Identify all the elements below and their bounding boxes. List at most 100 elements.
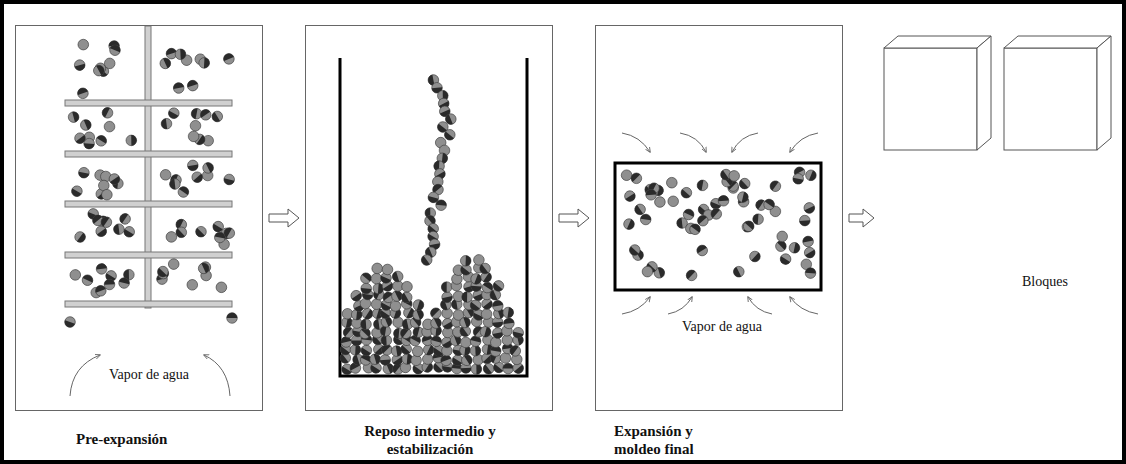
flow-arrow bbox=[269, 209, 299, 227]
bead-body bbox=[391, 270, 404, 283]
bead-shade bbox=[78, 172, 89, 179]
bead-shade bbox=[110, 176, 122, 186]
bead bbox=[802, 245, 817, 260]
bead bbox=[492, 300, 504, 312]
bead-shade bbox=[119, 277, 131, 285]
bead-body bbox=[478, 261, 493, 276]
bead-body bbox=[360, 283, 371, 294]
bead bbox=[155, 264, 170, 279]
bead bbox=[79, 118, 93, 132]
bead bbox=[175, 49, 186, 60]
bead-shade bbox=[441, 366, 452, 373]
bead bbox=[709, 206, 724, 221]
bead bbox=[762, 197, 777, 212]
bead-body bbox=[92, 63, 106, 77]
bead bbox=[411, 344, 425, 358]
bead-shade bbox=[679, 189, 690, 200]
steam-arrow bbox=[748, 297, 772, 314]
bead bbox=[100, 106, 114, 120]
bead bbox=[752, 214, 763, 225]
shelf bbox=[65, 252, 232, 258]
bead-shade bbox=[206, 161, 215, 173]
bead bbox=[67, 111, 80, 124]
bead-shade bbox=[754, 198, 764, 210]
bead bbox=[491, 278, 506, 293]
bead-body bbox=[728, 170, 740, 182]
bead-shade bbox=[393, 328, 399, 339]
bead bbox=[126, 135, 137, 146]
bead-body bbox=[799, 215, 810, 226]
steam-arrow bbox=[790, 297, 818, 314]
bead-body bbox=[80, 273, 94, 287]
bead-shade bbox=[161, 118, 168, 129]
bead bbox=[104, 279, 115, 290]
bead bbox=[400, 280, 413, 293]
bead-shade bbox=[174, 228, 185, 239]
bead-body bbox=[166, 257, 181, 272]
bead-body bbox=[113, 223, 125, 235]
bead-shade bbox=[373, 319, 380, 330]
bead-shade bbox=[76, 87, 88, 96]
bead-shade bbox=[411, 366, 423, 376]
bead-body bbox=[198, 107, 213, 122]
bead bbox=[696, 179, 708, 191]
bead-shade bbox=[193, 174, 204, 185]
bead-body bbox=[99, 215, 114, 230]
bead bbox=[78, 166, 90, 178]
bead-body bbox=[210, 109, 225, 124]
steam-arrow bbox=[204, 355, 230, 396]
bead bbox=[99, 187, 114, 202]
process-panel: Vapor de aguaExpansión y moldeo final bbox=[595, 25, 843, 411]
bead-shade bbox=[360, 319, 366, 330]
bead-body bbox=[629, 171, 644, 186]
silo bbox=[340, 58, 527, 376]
bead-shade bbox=[792, 178, 803, 185]
bead bbox=[190, 120, 201, 131]
bead-shade bbox=[805, 267, 816, 273]
bead-shade bbox=[169, 179, 175, 190]
bead-body bbox=[804, 168, 818, 182]
bead-body bbox=[103, 57, 116, 70]
bead-body bbox=[503, 363, 514, 374]
shelf bbox=[65, 201, 232, 207]
bead-shade bbox=[84, 118, 93, 130]
bead-body bbox=[381, 263, 395, 277]
bead-body bbox=[732, 265, 746, 279]
bead bbox=[103, 57, 116, 70]
bead bbox=[210, 109, 225, 124]
bead bbox=[718, 195, 729, 206]
bead-body bbox=[400, 280, 413, 293]
bead-shade bbox=[198, 107, 210, 117]
bead-shade bbox=[483, 273, 493, 285]
bead bbox=[176, 185, 191, 200]
mould bbox=[615, 133, 821, 314]
bead-shade bbox=[431, 182, 443, 193]
steam-arrow bbox=[70, 355, 100, 396]
bead-shade bbox=[399, 293, 409, 305]
bead-body bbox=[768, 179, 783, 194]
block-face bbox=[1004, 48, 1097, 150]
bead-shade bbox=[63, 320, 75, 329]
bead-body bbox=[172, 82, 184, 94]
bead-shade bbox=[466, 256, 472, 267]
bead-body bbox=[470, 345, 481, 356]
bead-body bbox=[752, 214, 763, 225]
stage-heading: Pre-expansión bbox=[76, 430, 167, 448]
bead-shade bbox=[492, 322, 503, 328]
bead-body bbox=[491, 278, 506, 293]
bead-body bbox=[222, 52, 236, 66]
bead-shade bbox=[360, 288, 371, 294]
bead-body bbox=[99, 187, 114, 202]
bead-shade bbox=[658, 266, 666, 278]
bead bbox=[68, 268, 83, 283]
bead-body bbox=[197, 261, 211, 275]
bead bbox=[508, 343, 523, 358]
bead-shade bbox=[355, 345, 361, 356]
bead-body bbox=[645, 189, 656, 200]
bead-body bbox=[169, 178, 181, 190]
bead-shade bbox=[96, 63, 106, 75]
steam-arrow bbox=[622, 133, 650, 152]
bead bbox=[76, 38, 90, 52]
bead bbox=[222, 52, 236, 66]
